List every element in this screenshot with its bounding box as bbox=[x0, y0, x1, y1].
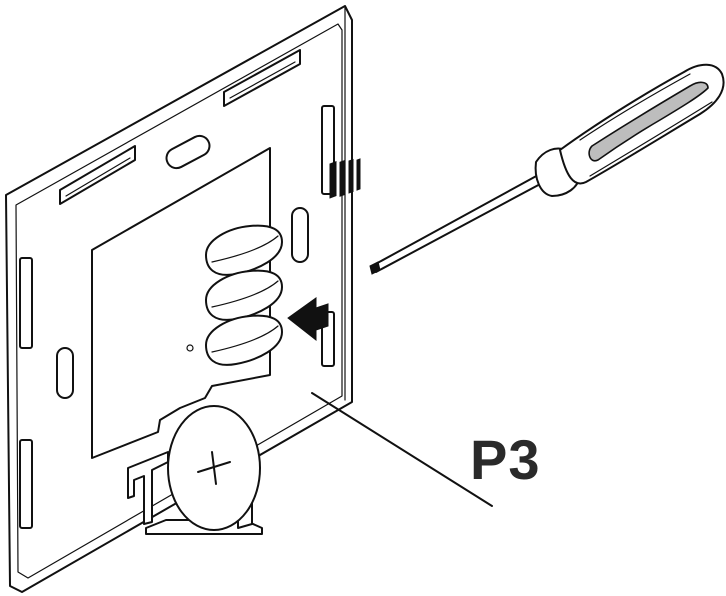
screwdriver-handle-grip bbox=[588, 81, 709, 162]
terminal-blocks bbox=[205, 224, 283, 366]
slot-left-upper bbox=[19, 257, 33, 349]
callout-label-p3: P3 bbox=[470, 428, 541, 491]
terminal-2 bbox=[205, 269, 283, 321]
terminal-3 bbox=[205, 314, 283, 366]
insert-arrow-icon bbox=[287, 158, 361, 342]
slot-top-right bbox=[223, 49, 301, 107]
slot-top-left bbox=[59, 145, 136, 205]
pin-hole bbox=[186, 344, 194, 352]
screwdriver-tip bbox=[369, 261, 381, 275]
coin-cell-plus-v bbox=[211, 451, 217, 485]
screwdriver-icon bbox=[369, 63, 725, 275]
slot-left-lower bbox=[19, 439, 33, 529]
slot-oval-top bbox=[165, 134, 211, 170]
slot-oval-left bbox=[56, 347, 74, 399]
slot-oval-right bbox=[291, 207, 309, 263]
top-slots bbox=[59, 49, 301, 205]
terminal-1 bbox=[205, 224, 283, 276]
battery-holder bbox=[127, 405, 263, 535]
arrow-stripe-1 bbox=[329, 161, 337, 199]
arrow-stripe-3 bbox=[348, 158, 354, 194]
callout-leader-line bbox=[311, 392, 493, 507]
arrow-head bbox=[287, 297, 329, 342]
backplate-inner-edge bbox=[15, 23, 343, 579]
screwdriver-shaft bbox=[371, 173, 545, 273]
arrow-stripe-4 bbox=[356, 158, 361, 191]
arrow-stripe-2 bbox=[339, 159, 346, 197]
side-slots bbox=[19, 105, 335, 529]
